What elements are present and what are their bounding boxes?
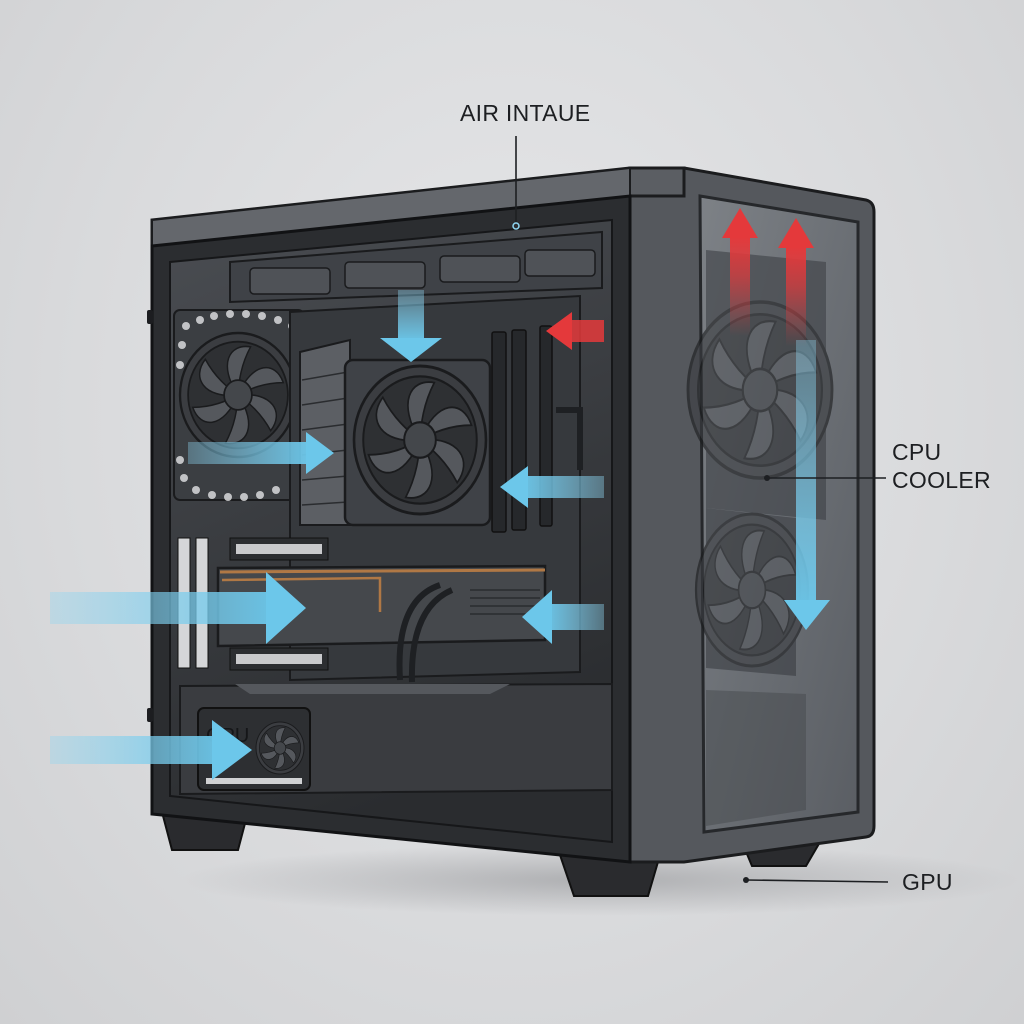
airflow-arrow-top-intake [380, 290, 442, 362]
airflow-arrow-hot-side-2 [778, 218, 814, 346]
power-cables [396, 407, 583, 683]
callout-leader-lines [515, 136, 889, 883]
front-io-buttons [147, 310, 153, 722]
airflow-arrow-hot-rear [546, 312, 604, 350]
airflow-arrow-rear-to-cooler [188, 432, 334, 474]
airflow-arrow-hot-side-1 [722, 208, 758, 336]
top-radiator [229, 230, 603, 304]
air-intake-label: AIR INTAUE [460, 100, 591, 126]
cpu-cooler-tower [299, 338, 492, 527]
cpu-cooler-label-line2: COOLER [892, 467, 991, 493]
airflow-arrow-front-gpu [522, 590, 604, 644]
cpu-cooler-label-line1: CPU [892, 439, 942, 465]
cpu-cooler-label: CPU COOLER [892, 438, 991, 494]
gpu-label: GPU [902, 869, 953, 895]
airflow-arrow-external-gpu [50, 572, 306, 644]
airflow-arrow-side-cold-down [784, 340, 830, 630]
airflow-arrow-front-cooler [500, 466, 604, 508]
airflow-arrow-external-psu [50, 720, 252, 780]
rear-exhaust-fan [173, 309, 305, 501]
